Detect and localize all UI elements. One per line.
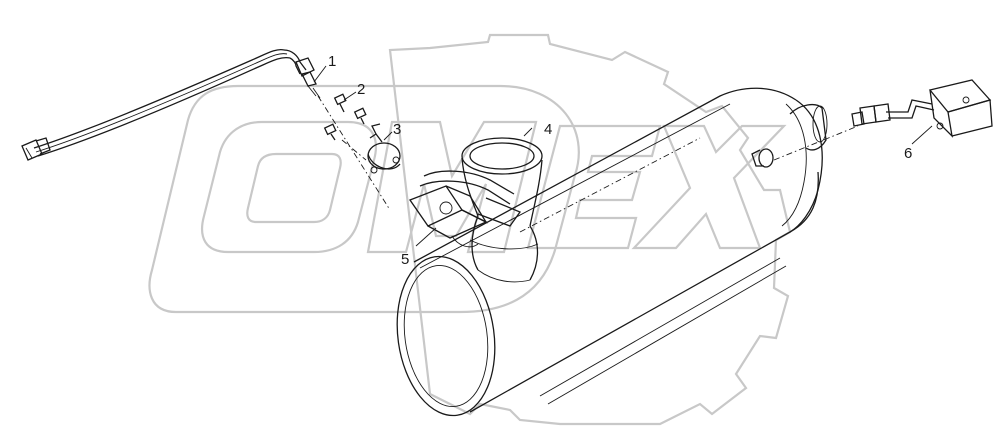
bolt-b bbox=[353, 107, 367, 125]
watermark-letter-o-inner bbox=[246, 152, 342, 224]
callout-3: 3 bbox=[393, 121, 401, 138]
callout-4: 4 bbox=[544, 121, 552, 138]
callout-1: 1 bbox=[328, 53, 336, 70]
inspection-port bbox=[751, 148, 774, 168]
silencer-body bbox=[396, 87, 859, 417]
part-6-pressure-sensor bbox=[851, 79, 993, 138]
part-1-temperature-sensor-cable bbox=[21, 48, 391, 211]
callout-labels: 1 2 3 4 5 6 bbox=[328, 53, 912, 268]
part-5-clamp bbox=[408, 170, 522, 248]
watermark-gear-outline bbox=[388, 33, 792, 426]
bolt-c bbox=[323, 123, 337, 141]
leader-lines bbox=[313, 65, 933, 247]
watermark-letter-o bbox=[201, 120, 378, 254]
bolt-a bbox=[333, 93, 347, 113]
callout-2: 2 bbox=[357, 81, 365, 98]
watermark-letter-m bbox=[366, 120, 538, 254]
watermark-letter-e bbox=[526, 124, 662, 250]
watermark-letter-x bbox=[631, 124, 787, 250]
callout-6: 6 bbox=[904, 145, 912, 162]
part-3-sensor-housing bbox=[341, 123, 401, 174]
watermark-outer-ring bbox=[148, 84, 580, 314]
callout-5: 5 bbox=[401, 251, 409, 268]
part-4-inlet-pipe bbox=[461, 137, 543, 283]
part-2-bolts bbox=[323, 93, 367, 141]
